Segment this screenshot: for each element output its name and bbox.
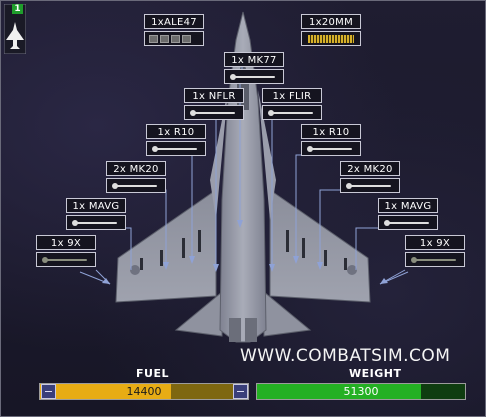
slot-mk20-left[interactable]: 2x MK20 <box>106 161 166 193</box>
bomb-icon <box>106 178 166 193</box>
fuel-fill <box>40 384 172 399</box>
flight-number-badge: 1 <box>12 4 23 14</box>
fuel-decrease-button[interactable] <box>41 384 56 399</box>
slot-label: 1x R10 <box>146 124 206 139</box>
slot-label: 1x FLIR <box>262 88 322 103</box>
slot-label: 1x MK77 <box>224 52 284 67</box>
missile-icon <box>36 252 96 267</box>
slot-mavg-right[interactable]: 1x MAVG <box>378 198 438 230</box>
missile-icon <box>405 252 465 267</box>
slot-nflr[interactable]: 1x NFLR <box>184 88 244 120</box>
missile-icon <box>66 215 126 230</box>
bomb-icon <box>224 69 284 84</box>
weight-bar: 51300 <box>256 383 466 400</box>
slot-flir[interactable]: 1x FLIR <box>262 88 322 120</box>
slot-label: 1x R10 <box>301 124 361 139</box>
slot-label: 2x MK20 <box>340 161 400 176</box>
bomb-icon <box>340 178 400 193</box>
slot-ale47[interactable]: 1xALE47 <box>144 14 204 46</box>
slot-label: 1x MAVG <box>378 198 438 213</box>
missile-icon <box>146 141 206 156</box>
slot-label: 1x 9X <box>405 235 465 250</box>
aircraft-icon[interactable] <box>4 4 26 54</box>
slot-label: 1x NFLR <box>184 88 244 103</box>
slot-r10-right[interactable]: 1x R10 <box>301 124 361 156</box>
weight-fill <box>257 384 422 399</box>
slot-mavg-left[interactable]: 1x MAVG <box>66 198 126 230</box>
fuel-label: FUEL <box>136 367 169 380</box>
pod-icon <box>262 105 322 120</box>
slot-mk20-right[interactable]: 2x MK20 <box>340 161 400 193</box>
slot-20mm[interactable]: 1x20MM <box>301 14 361 46</box>
slot-label: 1xALE47 <box>144 14 204 29</box>
ammo-icon <box>301 31 361 46</box>
slot-label: 2x MK20 <box>106 161 166 176</box>
slot-label: 1x 9X <box>36 235 96 250</box>
slot-centerline[interactable]: 1x MK77 <box>224 52 284 84</box>
fuel-value: 14400 <box>126 385 162 398</box>
slot-label: 1x20MM <box>301 14 361 29</box>
missile-icon <box>301 141 361 156</box>
slot-9x-left[interactable]: 1x 9X <box>36 235 96 267</box>
weight-value: 51300 <box>343 385 379 398</box>
fuel-bar[interactable]: 14400 <box>39 383 249 400</box>
slot-r10-left[interactable]: 1x R10 <box>146 124 206 156</box>
missile-icon <box>378 215 438 230</box>
slot-label: 1x MAVG <box>66 198 126 213</box>
chaff-icon <box>144 31 204 46</box>
slot-9x-right[interactable]: 1x 9X <box>405 235 465 267</box>
fuel-increase-button[interactable] <box>233 384 248 399</box>
watermark: WWW.COMBATSIM.COM <box>240 346 451 366</box>
weight-label: WEIGHT <box>349 367 402 380</box>
pod-icon <box>184 105 244 120</box>
